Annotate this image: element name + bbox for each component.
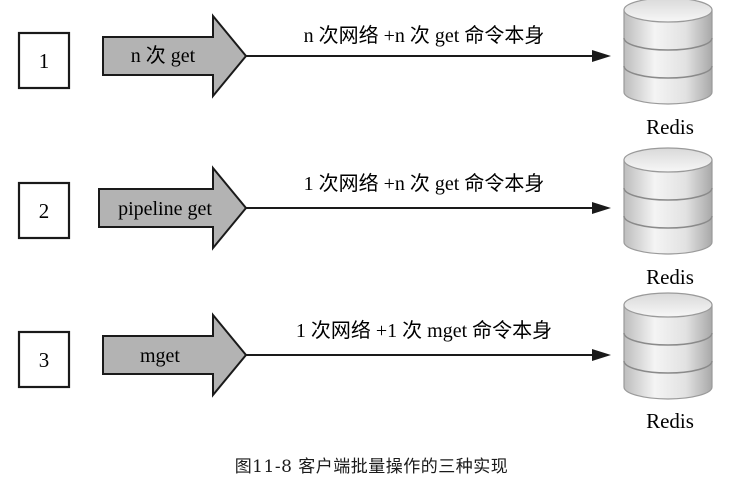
server-label-2: Redis xyxy=(646,265,694,289)
client-box-3 xyxy=(17,330,71,389)
database-icon xyxy=(623,9,713,105)
client-number-3: 3 xyxy=(39,348,50,372)
server-label-3: Redis xyxy=(646,409,694,433)
server-label-1: Redis xyxy=(646,115,694,139)
network-arrowhead-1 xyxy=(592,50,611,62)
redis-server-1 xyxy=(623,0,713,105)
request-arrow-label-1: n 次 get xyxy=(131,44,196,67)
request-arrow-3 xyxy=(102,312,248,398)
redis-server-3 xyxy=(623,292,713,400)
database-icon xyxy=(623,304,713,400)
network-arrowhead-2 xyxy=(592,202,611,214)
request-arrow-label-2: pipeline get xyxy=(118,198,212,220)
network-arrowhead-3 xyxy=(592,349,611,361)
request-arrow-1 xyxy=(102,13,248,99)
row-2: 2 pipeline get 1 次网络 +n 次 get 命令本身 Redis xyxy=(17,147,713,289)
client-number-1: 1 xyxy=(39,49,50,73)
row-3: 3 mget 1 次网络 +1 次 mget 命令本身 Redis xyxy=(17,292,713,433)
redis-server-2 xyxy=(623,147,713,255)
client-number-2: 2 xyxy=(39,199,50,223)
client-box-1 xyxy=(17,31,71,90)
network-label-3: 1 次网络 +1 次 mget 命令本身 xyxy=(296,319,552,342)
row-1: 1 n 次 get n 次网络 +n 次 get 命令本身 Redis xyxy=(17,0,713,139)
request-arrow-2 xyxy=(98,165,248,251)
client-box-2 xyxy=(17,181,71,240)
database-icon xyxy=(623,159,713,255)
network-label-2: 1 次网络 +n 次 get 命令本身 xyxy=(304,172,545,195)
request-arrow-label-3: mget xyxy=(140,345,180,367)
network-label-1: n 次网络 +n 次 get 命令本身 xyxy=(304,24,545,47)
figure-caption: 图11-8 客户端批量操作的三种实现 xyxy=(234,457,509,477)
